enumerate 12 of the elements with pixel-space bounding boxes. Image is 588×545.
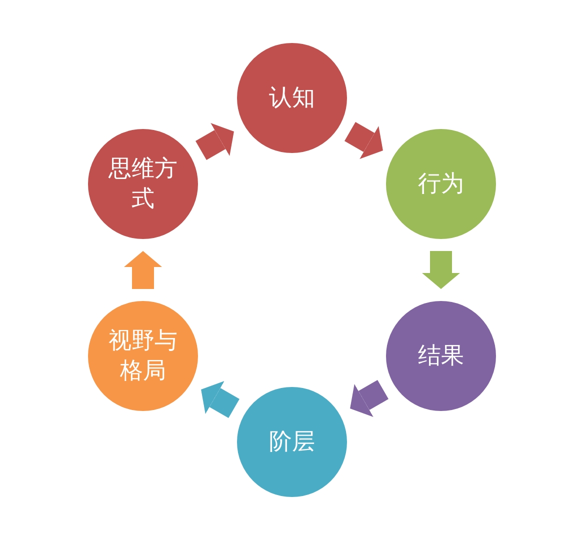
block-arrow [422, 251, 460, 289]
block-arrow [124, 251, 162, 289]
block-arrow [201, 381, 240, 418]
stage-circle: 结果 [386, 301, 496, 411]
block-arrow [344, 122, 383, 159]
stage-circle: 行为 [386, 129, 496, 239]
stage-circle: 阶层 [237, 387, 347, 497]
stage-circle: 视野与格局 [88, 301, 198, 411]
block-arrow [196, 123, 234, 160]
block-arrow [350, 380, 388, 417]
stage-circle: 认知 [237, 43, 347, 153]
stage-circle: 思维方式 [88, 129, 198, 239]
